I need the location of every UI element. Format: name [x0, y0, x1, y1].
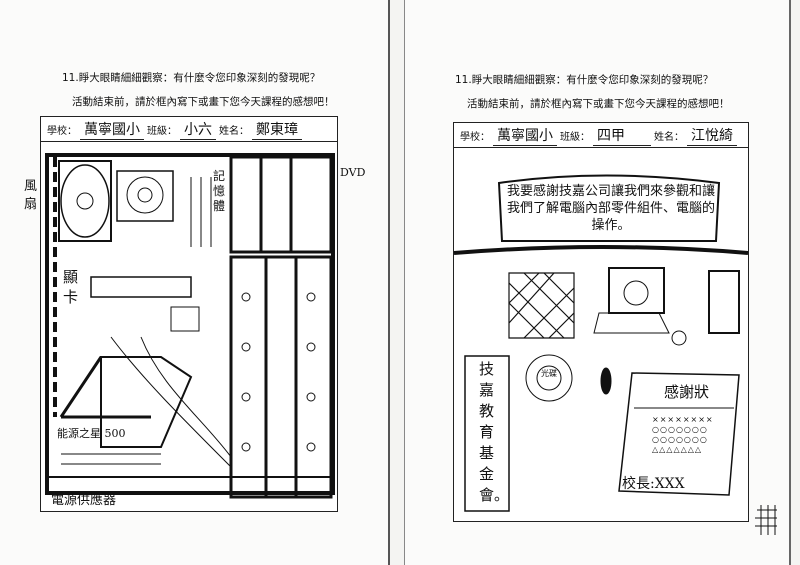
left-worksheet-page: 11.睜大眼睛細細觀察：有什麼令您印象深刻的發現呢？ 活動結束前，請於框內寫下或… [0, 0, 390, 565]
class-value: 四甲 [593, 125, 651, 146]
student-info-row: 學校： 萬寧國小 班級： 小六 姓名： 鄭東璋 [41, 117, 337, 142]
right-worksheet-page: 11.睜大眼睛細細觀察：有什麼令您印象深刻的發現呢？ 活動結束前，請於框內寫下或… [404, 0, 791, 565]
certificate-signature: 校長:XXX [622, 476, 685, 492]
drawing-frame: 學校： 萬寧國小 班級： 小六 姓名： 鄭東璋 [40, 116, 338, 512]
question-text: 11.睜大眼睛細細觀察：有什麼令您印象深刻的發現呢？ [62, 72, 321, 84]
school-value: 萬寧國小 [80, 119, 144, 140]
school-label: 學校： [47, 125, 77, 137]
school-value: 萬寧國小 [493, 125, 557, 146]
power-supply-label: 電源供應器 [51, 493, 117, 508]
thank-you-banner: 我要感謝技嘉公司讓我們來參觀和讓我們了解電腦內部零件組件、電腦的操作。 [506, 184, 715, 233]
drawing-frame: 學校： 萬寧國小 班級： 四甲 姓名： 江悅綺 我要感謝技嘉公司讓我們來參觀和讓… [453, 122, 749, 522]
visit-sketch [454, 174, 748, 512]
instruction-text: 活動結束前，請於框內寫下或畫下您今天課程的感想吧！ [467, 98, 730, 110]
class-label: 班級： [147, 125, 177, 137]
student-info-row: 學校： 萬寧國小 班級： 四甲 姓名： 江悅綺 [454, 123, 748, 148]
name-value: 江悅綺 [687, 125, 737, 146]
dvd-label: DVD [340, 166, 366, 179]
school-label: 學校： [460, 131, 490, 143]
psu-brand-label: 能源之星 500 [57, 427, 126, 440]
certificate-title: 感謝狀 [664, 383, 710, 401]
computer-case-sketch [45, 153, 335, 499]
instruction-text: 活動結束前，請於框內寫下或畫下您今天課程的感想吧！ [72, 96, 335, 108]
name-label: 姓名： [219, 125, 249, 137]
fan-label: 風扇 [24, 179, 38, 212]
disc-label: 光碟 [541, 369, 557, 378]
class-label: 班級： [560, 131, 590, 143]
graphics-card-label: 顯卡 [63, 268, 79, 306]
question-text: 11.睜大眼睛細細觀察：有什麼令您印象深刻的發現呢？ [455, 74, 714, 86]
memory-label: 記憶體 [213, 169, 226, 213]
class-value: 小六 [180, 119, 216, 140]
name-value: 鄭東璋 [252, 119, 302, 140]
grid-doodle-icon [755, 505, 777, 535]
name-label: 姓名： [654, 131, 684, 143]
certificate-body: ××××××××○○○○○○○○○○○○○○△△△△△△△ [652, 415, 714, 454]
